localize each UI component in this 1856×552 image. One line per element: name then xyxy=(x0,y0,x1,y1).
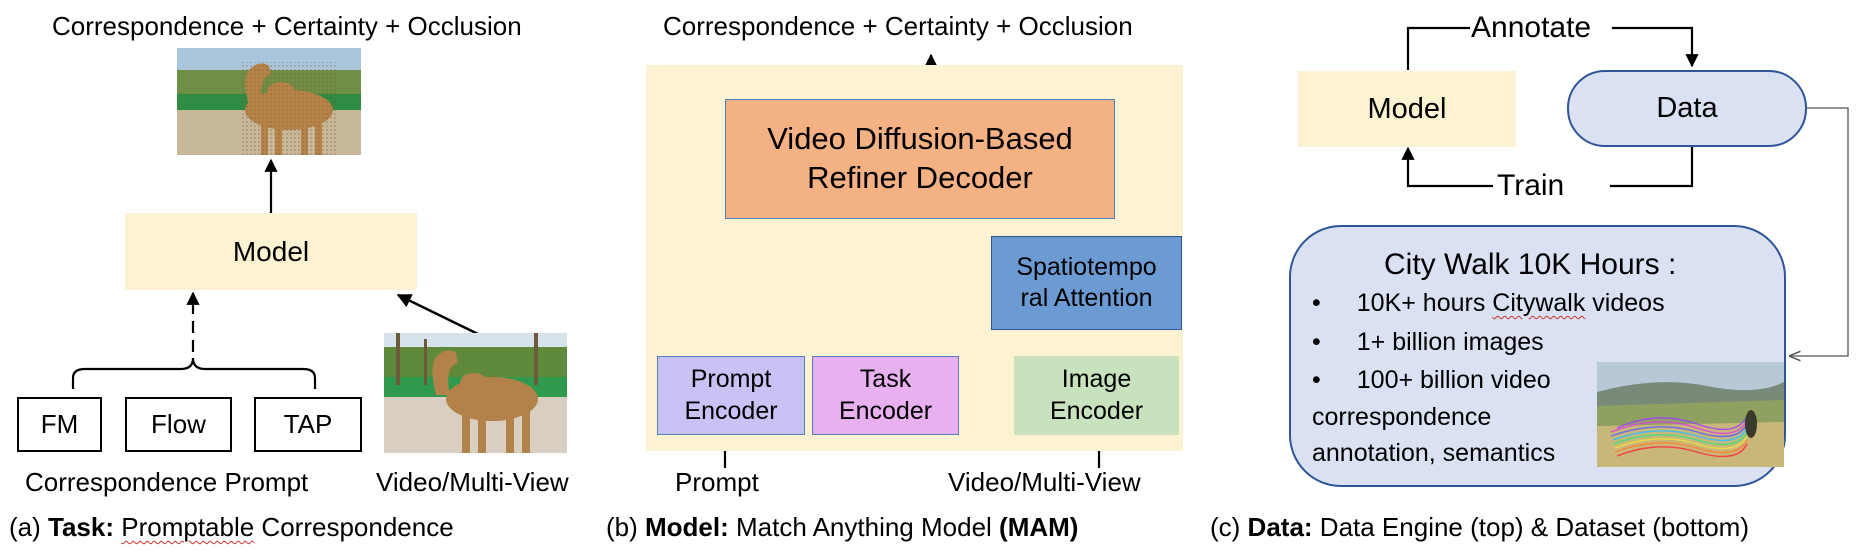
engine-model-box: Model xyxy=(1298,71,1516,147)
caption-bold-mam: (MAM) xyxy=(999,512,1079,542)
caption-middle: Match Anything Model xyxy=(728,512,1000,542)
task-output-label: Correspondence + Certainty + Occlusion xyxy=(52,11,522,41)
arrow-train xyxy=(1610,147,1694,188)
citywalk-tracks-image xyxy=(1597,362,1784,467)
arrow-train-to-model xyxy=(1401,146,1493,188)
arrow-video-to-model xyxy=(396,293,481,337)
arrow-annotate xyxy=(1406,26,1470,70)
continuation-line-1: correspondence xyxy=(1312,403,1492,431)
bullet-hours-suffix: videos xyxy=(1585,289,1665,317)
bullet-glyph: • xyxy=(1312,366,1321,394)
caption-bold: Task: xyxy=(48,512,114,542)
caption-prefix: (c) xyxy=(1210,512,1248,542)
caption-prefix: (a) xyxy=(9,512,48,542)
task-model-box: Model xyxy=(125,213,417,290)
caption-bold: Model: xyxy=(645,512,729,542)
prompt-brace xyxy=(71,357,317,389)
prompt-input-label: Prompt xyxy=(675,467,759,497)
bullet-glyph: • xyxy=(1312,328,1321,356)
caption-rest: Correspondence xyxy=(254,512,454,542)
task-video-label: Video/Multi-View xyxy=(376,467,569,497)
caption-prefix: (b) xyxy=(606,512,645,542)
caption-bold: Data: xyxy=(1247,512,1313,542)
annotate-label: Annotate xyxy=(1471,11,1592,44)
continuation-line-2: annotation, semantics xyxy=(1312,439,1556,467)
model-caption: (b) Model: Match Anything Model (MAM) xyxy=(606,514,1078,540)
train-label: Train xyxy=(1497,169,1565,202)
prompt-box-tap: TAP xyxy=(254,397,362,452)
task-encoder-box: Task Encoder xyxy=(812,356,959,435)
arrow-annotate-to-data xyxy=(1612,26,1699,68)
camel-input-image xyxy=(384,333,567,453)
spatiotemporal-attention-box: Spatiotempo ral Attention xyxy=(991,236,1182,330)
camel-output-image xyxy=(177,48,361,155)
prompt-encoder-box: Prompt Encoder xyxy=(657,356,805,435)
bullet-hours-underlined: Citywalk xyxy=(1492,289,1586,317)
image-encoder-box: Image Encoder xyxy=(1014,356,1179,435)
task-caption: (a) Task: Promptable Correspondence xyxy=(9,514,454,540)
model-video-label: Video/Multi-View xyxy=(948,467,1141,497)
caption-rest: Data Engine (top) & Dataset (bottom) xyxy=(1312,512,1749,542)
arrow-data-to-dataset xyxy=(1790,107,1849,356)
correspondence-prompt-label: Correspondence Prompt xyxy=(25,467,309,497)
data-box: Data xyxy=(1567,70,1807,147)
refiner-decoder-box: Video Diffusion-Based Refiner Decoder xyxy=(725,99,1115,219)
model-output-label: Correspondence + Certainty + Occlusion xyxy=(663,11,1133,41)
bullet-images: • 1+ billion images xyxy=(1312,330,1544,355)
bullet-correspondence: • 100+ billion video xyxy=(1312,368,1551,393)
bullet-correspondence-text: 100+ billion video xyxy=(1356,366,1551,394)
bullet-hours: • 10K+ hours Citywalk videos xyxy=(1312,291,1665,316)
dataset-title: City Walk 10K Hours : xyxy=(1384,248,1677,281)
caption-underlined-word: Promptable xyxy=(121,512,255,542)
prompt-box-flow: Flow xyxy=(125,397,232,452)
data-caption: (c) Data: Data Engine (top) & Dataset (b… xyxy=(1210,514,1749,540)
bullet-glyph: • xyxy=(1312,289,1321,317)
bullet-hours-prefix: 10K+ hours xyxy=(1356,289,1493,317)
prompt-box-fm: FM xyxy=(17,397,102,452)
bullet-images-text: 1+ billion images xyxy=(1356,328,1544,356)
